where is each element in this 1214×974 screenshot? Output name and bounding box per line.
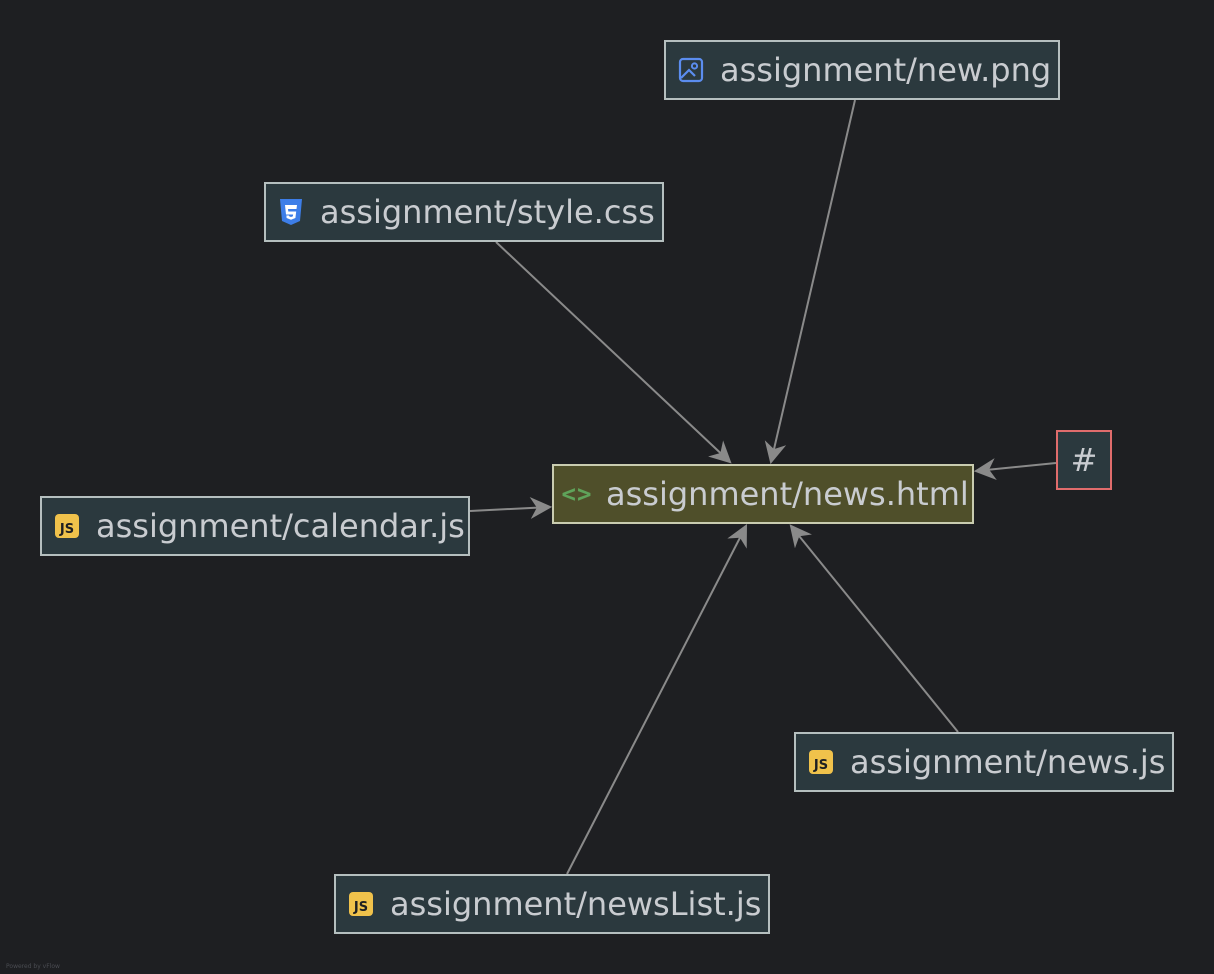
footer-credit: Powered by vFlow	[6, 963, 60, 970]
node-style-css[interactable]: assignment/style.css	[264, 182, 664, 242]
edge-news_js-to-news_html	[789, 524, 959, 733]
edge-calendar_js-to-news_html	[469, 497, 553, 519]
edge-new_png-to-news_html	[764, 99, 856, 465]
node-label: assignment/style.css	[320, 193, 655, 231]
node-label: assignment/calendar.js	[96, 507, 465, 545]
css-file-icon	[278, 199, 304, 225]
edge-hash-to-news_html	[973, 458, 1057, 480]
node-new-png[interactable]: assignment/new.png	[664, 40, 1060, 100]
edges	[469, 99, 1057, 875]
node-label: #	[1070, 441, 1098, 479]
node-label: assignment/new.png	[720, 51, 1052, 89]
node-hash[interactable]: #	[1056, 430, 1112, 490]
html-file-icon: <>	[561, 480, 593, 508]
node-label: assignment/newsList.js	[390, 885, 762, 923]
edge-style_css-to-news_html	[495, 241, 732, 464]
js-file-icon: JS	[808, 749, 834, 775]
image-file-icon	[678, 57, 704, 83]
node-news-html[interactable]: <> assignment/news.html	[552, 464, 974, 524]
node-newslist-js[interactable]: JS assignment/newsList.js	[334, 874, 770, 934]
js-file-icon: JS	[348, 891, 374, 917]
node-news-js[interactable]: JS assignment/news.js	[794, 732, 1174, 792]
node-label: assignment/news.html	[606, 475, 969, 513]
node-label: assignment/news.js	[850, 743, 1166, 781]
node-calendar-js[interactable]: JS assignment/calendar.js	[40, 496, 470, 556]
edge-newslist_js-to-news_html	[566, 524, 748, 875]
js-file-icon: JS	[54, 513, 80, 539]
